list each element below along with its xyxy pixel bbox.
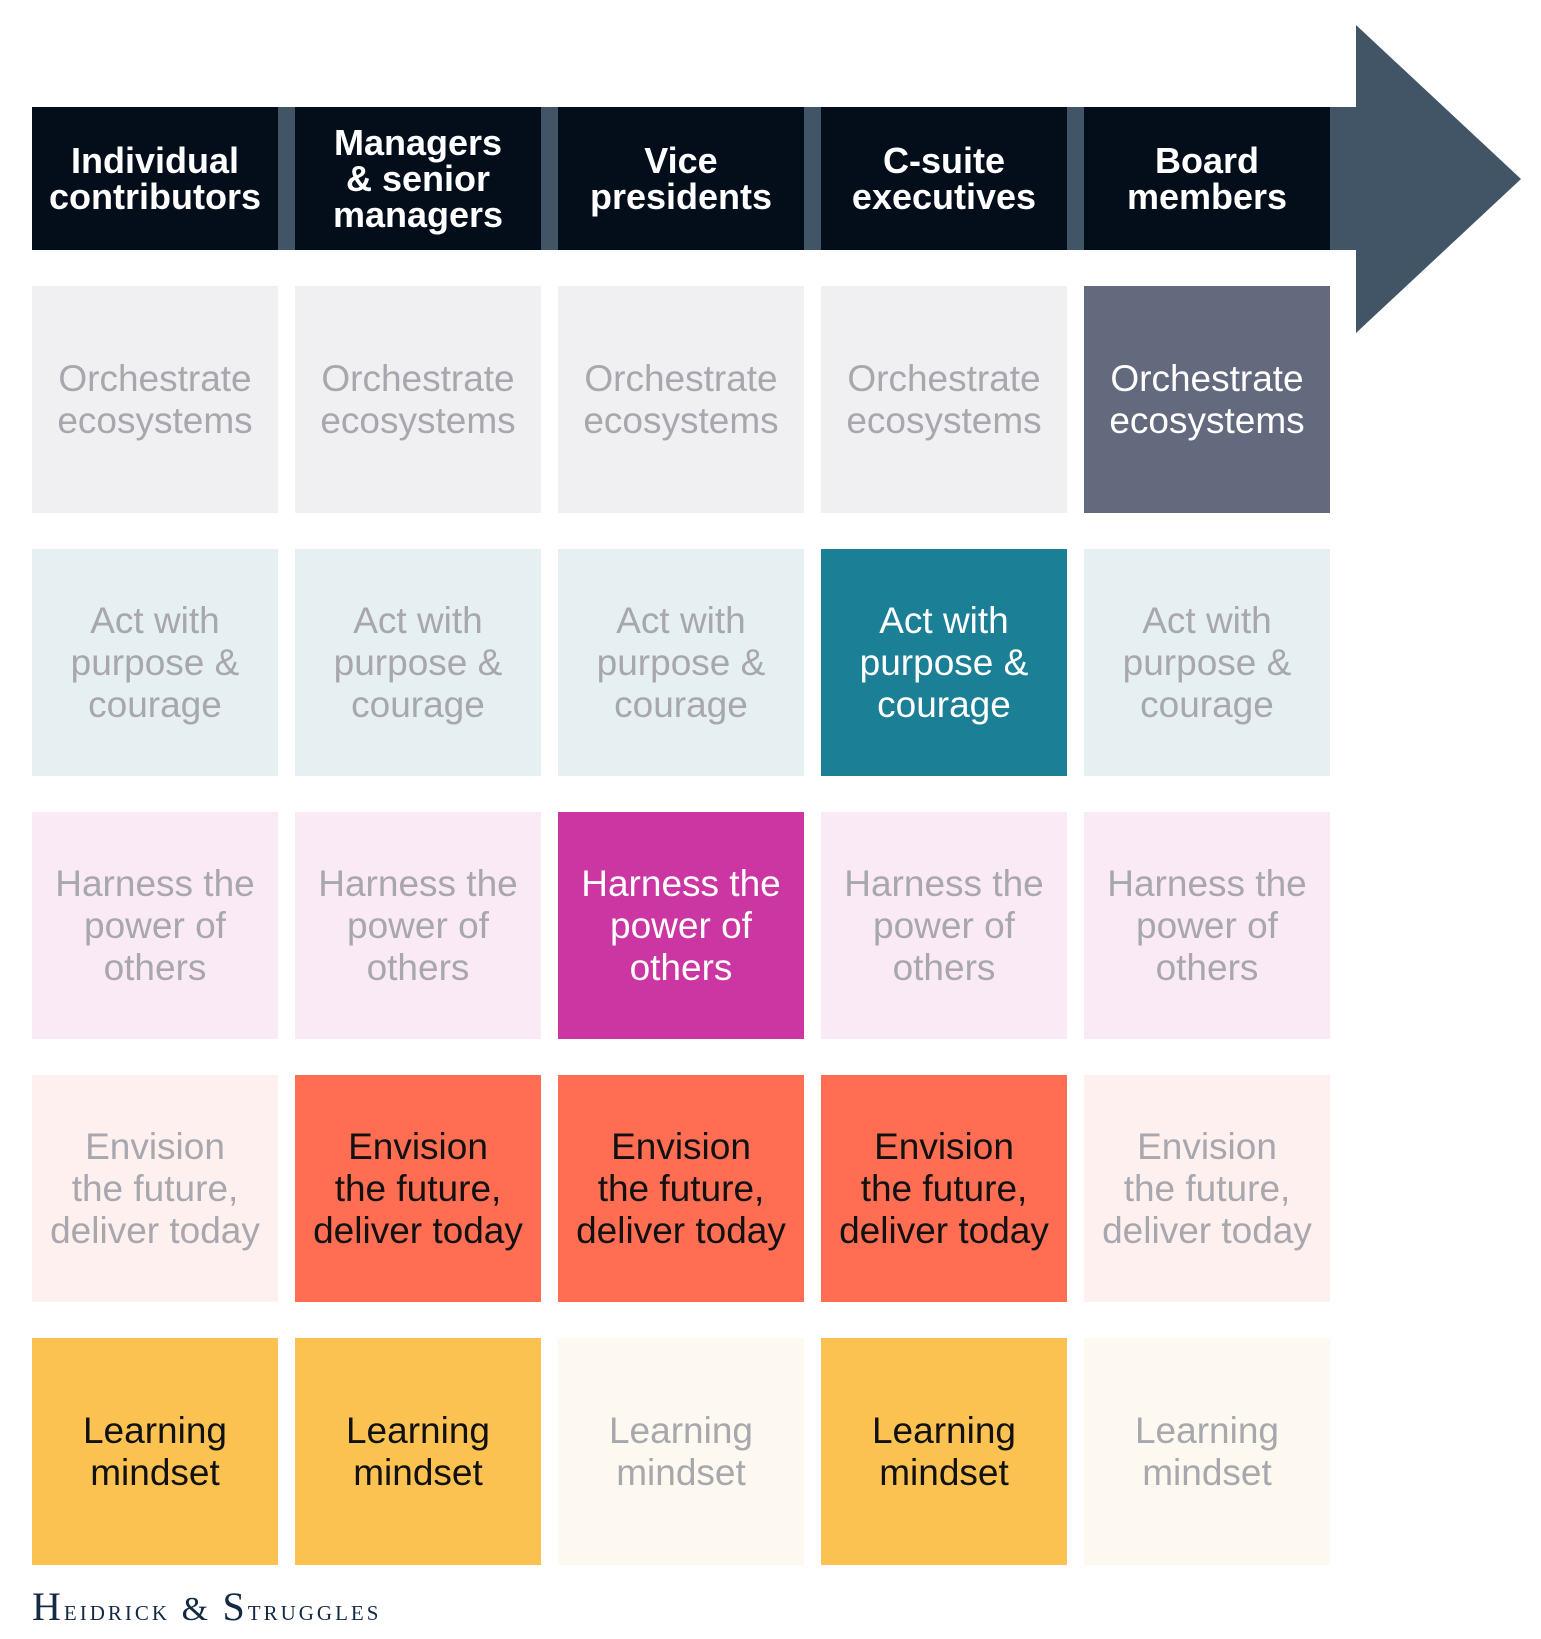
grid-cell-r1-c1: Orchestrate ecosystems [32, 286, 278, 513]
grid-cell-r2-c5: Act with purpose & courage [1084, 549, 1330, 776]
grid-cell-r3-c5: Harness the power of others [1084, 812, 1330, 1039]
grid-cell-r2-c4-highlighted: Act with purpose & courage [821, 549, 1067, 776]
grid-cell-r4-c1: Envision the future, deliver today [32, 1075, 278, 1302]
grid-cell-r2-c1: Act with purpose & courage [32, 549, 278, 776]
grid-cell-r1-c5-highlighted: Orchestrate ecosystems [1084, 286, 1330, 513]
column-header-1: Individual contributors [32, 107, 278, 250]
grid-cell-r4-c5: Envision the future, deliver today [1084, 1075, 1330, 1302]
column-header-2: Managers & senior managers [295, 107, 541, 250]
grid-cell-r5-c3: Learning mindset [558, 1338, 804, 1565]
grid-cell-r3-c4: Harness the power of others [821, 812, 1067, 1039]
grid-cell-r1-c3: Orchestrate ecosystems [558, 286, 804, 513]
grid-cell-r3-c2: Harness the power of others [295, 812, 541, 1039]
column-header-3: Vice presidents [558, 107, 804, 250]
heidrick-struggles-logo: Heidrick & Struggles [32, 1584, 382, 1629]
grid-cell-r5-c2-highlighted: Learning mindset [295, 1338, 541, 1565]
grid-cell-r4-c4-highlighted: Envision the future, deliver today [821, 1075, 1067, 1302]
column-header-4: C-suite executives [821, 107, 1067, 250]
grid-cell-r5-c1-highlighted: Learning mindset [32, 1338, 278, 1565]
grid-cell-r1-c4: Orchestrate ecosystems [821, 286, 1067, 513]
grid-cell-r4-c3-highlighted: Envision the future, deliver today [558, 1075, 804, 1302]
grid-cell-r1-c2: Orchestrate ecosystems [295, 286, 541, 513]
grid-cell-r5-c4-highlighted: Learning mindset [821, 1338, 1067, 1565]
grid-cell-r3-c1: Harness the power of others [32, 812, 278, 1039]
grid-cell-r4-c2-highlighted: Envision the future, deliver today [295, 1075, 541, 1302]
grid-cell-r2-c2: Act with purpose & courage [295, 549, 541, 776]
grid-cell-r2-c3: Act with purpose & courage [558, 549, 804, 776]
column-header-5: Board members [1084, 107, 1330, 250]
grid-cell-r3-c3-highlighted: Harness the power of others [558, 812, 804, 1039]
grid-cell-r5-c5: Learning mindset [1084, 1338, 1330, 1565]
